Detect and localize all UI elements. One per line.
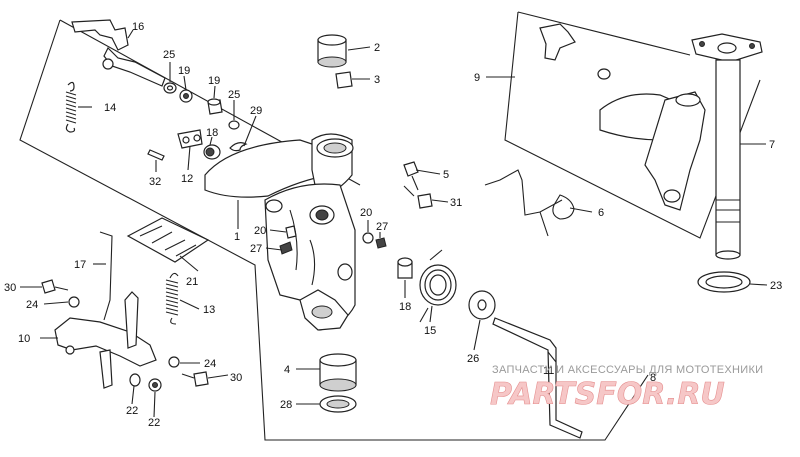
part-15-coil-spring (419, 249, 457, 323)
part-1-swivel-case (204, 133, 356, 331)
part-16-lever-arm (71, 19, 166, 87)
callout-23: 23 (770, 280, 782, 292)
callout-18-lower: 18 (399, 301, 411, 313)
callout-7: 7 (769, 139, 775, 151)
callout-11: 11 (543, 365, 554, 377)
part-27-nipple-left (279, 241, 293, 255)
part-25-washer (163, 82, 177, 94)
part-11-lock-rod (492, 317, 583, 439)
callout-24-left: 24 (26, 299, 38, 311)
part-22-nut-b (148, 378, 162, 392)
callout-29: 29 (250, 105, 262, 117)
part-31-bolt (403, 185, 433, 209)
callout-5: 5 (443, 169, 449, 181)
callout-20-left: 20 (254, 225, 266, 237)
callout-15: 15 (424, 325, 436, 337)
part-7-swivel-shaft (691, 33, 763, 260)
part-20-screw-right (362, 232, 374, 244)
part-30-bolt-left (41, 279, 69, 294)
part-2-bushing (317, 34, 347, 68)
part-18-bushing-top (203, 144, 221, 160)
part-23-thrust-ring (697, 271, 751, 293)
callout-27-right: 27 (376, 221, 388, 233)
callout-24-right: 24 (204, 358, 216, 370)
callout-30-left: 30 (4, 282, 16, 294)
callout-32: 32 (149, 176, 161, 188)
part-19-collar (179, 89, 193, 103)
part-21-plate (126, 217, 210, 263)
part-4-sleeve (319, 353, 357, 392)
callout-3: 3 (374, 74, 380, 86)
part-24-washer-right (168, 356, 180, 368)
part-9-swivel-assembly (539, 23, 706, 211)
part-17-rod (99, 231, 113, 321)
callout-numbers: 16 25 19 14 19 25 29 18 12 32 1 2 3 5 31… (4, 21, 782, 429)
callout-25-right: 25 (228, 89, 240, 101)
callout-14: 14 (104, 102, 116, 114)
callout-10: 10 (18, 333, 30, 345)
part-20-screw-left (285, 225, 297, 239)
callout-28: 28 (280, 399, 292, 411)
callout-31: 31 (450, 197, 462, 209)
callout-25: 25 (163, 49, 175, 61)
part-6-bracket-spring (484, 169, 575, 237)
part-27-nipple-right (375, 237, 387, 249)
leader-lines (20, 29, 768, 418)
callout-19-right: 19 (208, 75, 220, 87)
callout-20-right: 20 (360, 207, 372, 219)
callout-30-right: 30 (230, 372, 242, 384)
callout-9: 9 (474, 72, 480, 84)
callout-4: 4 (284, 364, 290, 376)
callout-19: 19 (178, 65, 190, 77)
callout-27-left: 27 (250, 243, 262, 255)
callout-26: 26 (467, 353, 479, 365)
callout-1: 1 (234, 231, 240, 243)
part-22-nut-a (129, 373, 141, 387)
callout-8: 8 (650, 372, 656, 384)
watermark: ЗАПЧАСТИ И АКСЕССУАРЫ ДЛЯ МОТОТЕХНИКИ PA… (490, 364, 763, 412)
part-18-bushing-lower (397, 257, 413, 279)
part-5-bolt (403, 161, 419, 191)
part-32-pin (147, 149, 165, 161)
callout-22-b: 22 (148, 417, 160, 429)
callout-13: 13 (203, 304, 215, 316)
part-14-spring (65, 81, 77, 133)
watermark-brand: PARTSFOR.RU (490, 377, 725, 412)
part-26-washer (468, 290, 496, 320)
part-30-bolt-right (181, 371, 209, 387)
part-10-tilt-bracket (54, 291, 157, 389)
part-3-plate (335, 71, 353, 89)
part-19-collar-right (207, 98, 223, 115)
callout-18-top: 18 (206, 127, 218, 139)
watermark-tagline: ЗАПЧАСТИ И АКСЕССУАРЫ ДЛЯ МОТОТЕХНИКИ (492, 364, 763, 376)
callout-22-a: 22 (126, 405, 138, 417)
part-28-seal (319, 395, 357, 413)
callout-6: 6 (598, 207, 604, 219)
callout-12: 12 (181, 173, 193, 185)
part-29-clip (229, 142, 248, 152)
part-25-washer-right (228, 120, 240, 130)
part-13-spring (165, 272, 179, 325)
part-24-washer-left (68, 296, 80, 308)
callout-21: 21 (186, 276, 198, 288)
callout-17: 17 (74, 259, 86, 271)
callout-2: 2 (374, 42, 380, 54)
callout-16: 16 (132, 21, 144, 33)
part-12-bracket (177, 129, 203, 149)
